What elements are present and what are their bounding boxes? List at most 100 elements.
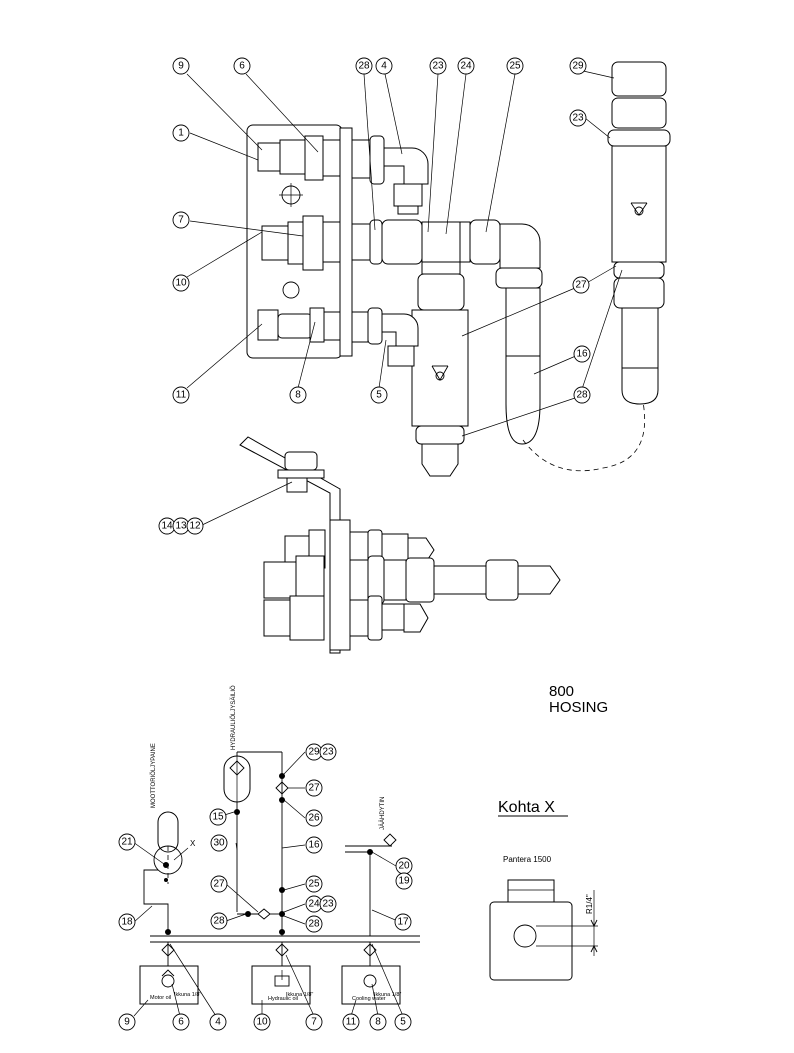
hose-route: [522, 401, 645, 472]
svg-text:10: 10: [175, 278, 187, 289]
motor-oil-gauge: [157, 811, 179, 853]
hydraulic-schematic: MOOTTORIÖLJYPAINE X HYDRAULIÖLJYSÄILIÖ J…: [132, 685, 420, 1017]
svg-text:6: 6: [178, 1017, 184, 1028]
sensor-2: [261, 225, 289, 261]
callout-5-top: 5: [370, 386, 388, 404]
callout-25-sch: 25: [305, 875, 323, 893]
svg-text:5: 5: [376, 390, 382, 401]
svg-text:12: 12: [189, 521, 201, 532]
callout-27-sch-top: 27: [305, 779, 323, 797]
callouts: 9 6 28 4 23 24 25 29 23 1 7 10 27 16 11 …: [118, 57, 591, 1031]
callout-9-sch: 9: [118, 1013, 136, 1031]
detail-body: [489, 901, 573, 981]
box-motor-oil-label: Motor oil: [150, 995, 171, 1001]
title-line-2: HOSING: [549, 699, 608, 716]
callout-1-top: 1: [172, 124, 190, 142]
svg-text:30: 30: [213, 838, 225, 849]
svg-text:28: 28: [576, 390, 588, 401]
detail-subtitle: Pantera 1500: [503, 855, 552, 864]
svg-text:7: 7: [311, 1017, 317, 1028]
callout-23-top: 23: [429, 57, 447, 75]
sensor-1: [257, 142, 281, 172]
label-motor-oil-gauge: MOOTTORIÖLJYPAINE: [150, 743, 157, 808]
svg-text:23: 23: [572, 113, 584, 124]
svg-text:29: 29: [308, 747, 320, 758]
callout-6-sch: 6: [172, 1013, 190, 1031]
box-hydraulic-oil-label: Hydraulic oil: [268, 996, 298, 1002]
box-cooling-water-label: Cooling water: [352, 996, 386, 1002]
svg-text:9: 9: [178, 61, 184, 72]
svg-text:13: 13: [175, 521, 187, 532]
label-hydraulic-filter: HYDRAULIÖLJYSÄILIÖ: [230, 685, 237, 750]
callout-24-top: 24: [457, 57, 475, 75]
svg-text:10: 10: [256, 1017, 268, 1028]
plate-hole: [282, 281, 300, 299]
callout-20-sch: 20: [395, 857, 413, 875]
svg-text:9: 9: [124, 1017, 130, 1028]
svg-text:24: 24: [308, 899, 320, 910]
elbow-5: [381, 313, 419, 347]
callout-10-sch: 10: [253, 1013, 271, 1031]
svg-text:23: 23: [322, 899, 334, 910]
hose-16: [505, 355, 541, 445]
box-motor-oil-marking: Ikkuna 1/8": [174, 992, 201, 998]
callout-6-top: 6: [233, 57, 251, 75]
callout-8-top: 8: [289, 386, 307, 404]
svg-text:15: 15: [212, 812, 224, 823]
title-block: 800 HOSING: [549, 683, 608, 716]
callout-16-top: 16: [573, 345, 591, 363]
callout-12: 12: [186, 517, 204, 535]
elbow-25: [499, 223, 541, 269]
detail-thread: R1/4": [585, 894, 594, 914]
callout-10-top: 10: [172, 274, 190, 292]
detail-x: Kohta X Pantera 1500 R1/4": [489, 799, 598, 981]
check-valve-27: [411, 309, 469, 427]
callout-13: 13: [172, 517, 190, 535]
callout-28-sch-left: 28: [210, 912, 228, 930]
callout-30-sch: 30: [210, 834, 228, 852]
callout-4-top: 4: [375, 57, 393, 75]
side-view: [199, 436, 561, 654]
callout-23-sch: 23: [319, 743, 337, 761]
callout-29-top: 29: [569, 57, 587, 75]
callout-28-sch-right: 28: [305, 915, 323, 933]
callout-27-sch: 27: [210, 875, 228, 893]
svg-text:29: 29: [572, 61, 584, 72]
callout-4-sch: 4: [209, 1013, 227, 1031]
tee-24: [421, 221, 461, 263]
callout-25-top: 25: [506, 57, 524, 75]
svg-text:16: 16: [576, 349, 588, 360]
svg-text:21: 21: [121, 837, 133, 848]
svg-text:27: 27: [213, 879, 225, 890]
svg-text:23: 23: [432, 61, 444, 72]
elbow-4: [383, 147, 429, 185]
callout-19-sch: 19: [395, 872, 413, 890]
callout-16-sch: 16: [305, 836, 323, 854]
svg-text:24: 24: [460, 61, 472, 72]
svg-text:19: 19: [398, 876, 410, 887]
callout-14: 14: [158, 517, 176, 535]
title-line-1: 800: [549, 683, 574, 700]
callout-8-sch: 8: [369, 1013, 387, 1031]
callout-11-top: 11: [172, 386, 190, 404]
nut-29: [611, 61, 667, 97]
box-hydraulic-oil-marking: Ikkuna 1/8": [286, 992, 313, 998]
svg-text:17: 17: [397, 917, 409, 928]
svg-text:20: 20: [398, 861, 410, 872]
callout-23-sch-mid: 23: [319, 895, 337, 913]
svg-text:25: 25: [509, 61, 521, 72]
check-valve-right: [611, 145, 667, 263]
svg-text:4: 4: [381, 61, 387, 72]
callout-21-sch: 21: [118, 833, 136, 851]
svg-text:8: 8: [375, 1017, 381, 1028]
svg-text:16: 16: [308, 840, 320, 851]
svg-text:18: 18: [121, 917, 133, 928]
callout-15-sch: 15: [209, 808, 227, 826]
svg-text:6: 6: [239, 61, 245, 72]
svg-text:7: 7: [178, 215, 184, 226]
callout-26-sch: 26: [305, 809, 323, 827]
svg-text:14: 14: [161, 521, 173, 532]
svg-text:28: 28: [358, 61, 370, 72]
svg-text:28: 28: [213, 916, 225, 927]
